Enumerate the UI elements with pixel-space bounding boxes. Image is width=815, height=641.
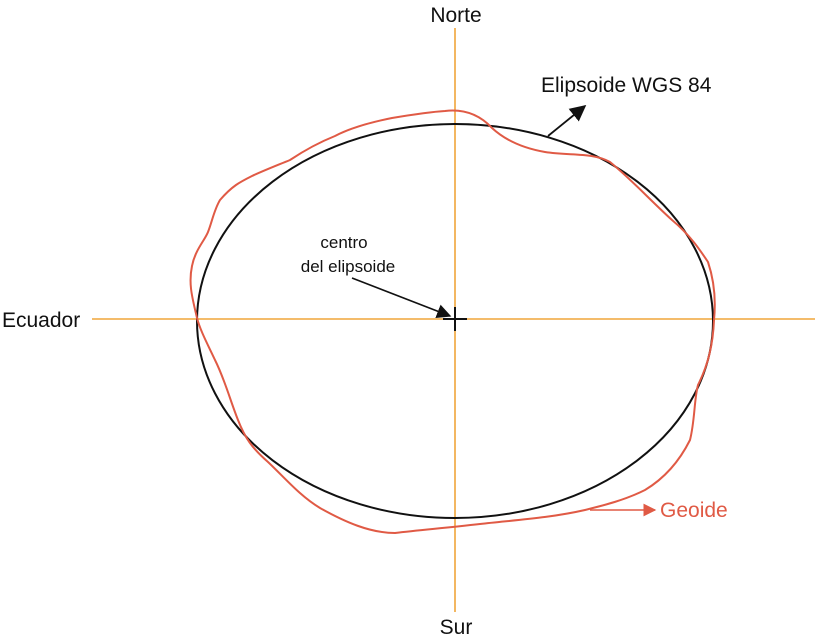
south-label: Sur — [440, 616, 473, 639]
center-arrow — [351, 277, 452, 319]
ellipsoid-arrow — [547, 104, 587, 137]
geoid-label: Geoide — [660, 499, 728, 522]
north-label: Norte — [430, 4, 481, 27]
ellipsoid-label: Elipsoide WGS 84 — [541, 74, 712, 97]
center-label-line2: del elipsoide — [301, 257, 396, 276]
equator-label: Ecuador — [2, 309, 80, 332]
center-label-line1: centro — [320, 233, 367, 252]
geoid-outline — [189, 109, 716, 534]
